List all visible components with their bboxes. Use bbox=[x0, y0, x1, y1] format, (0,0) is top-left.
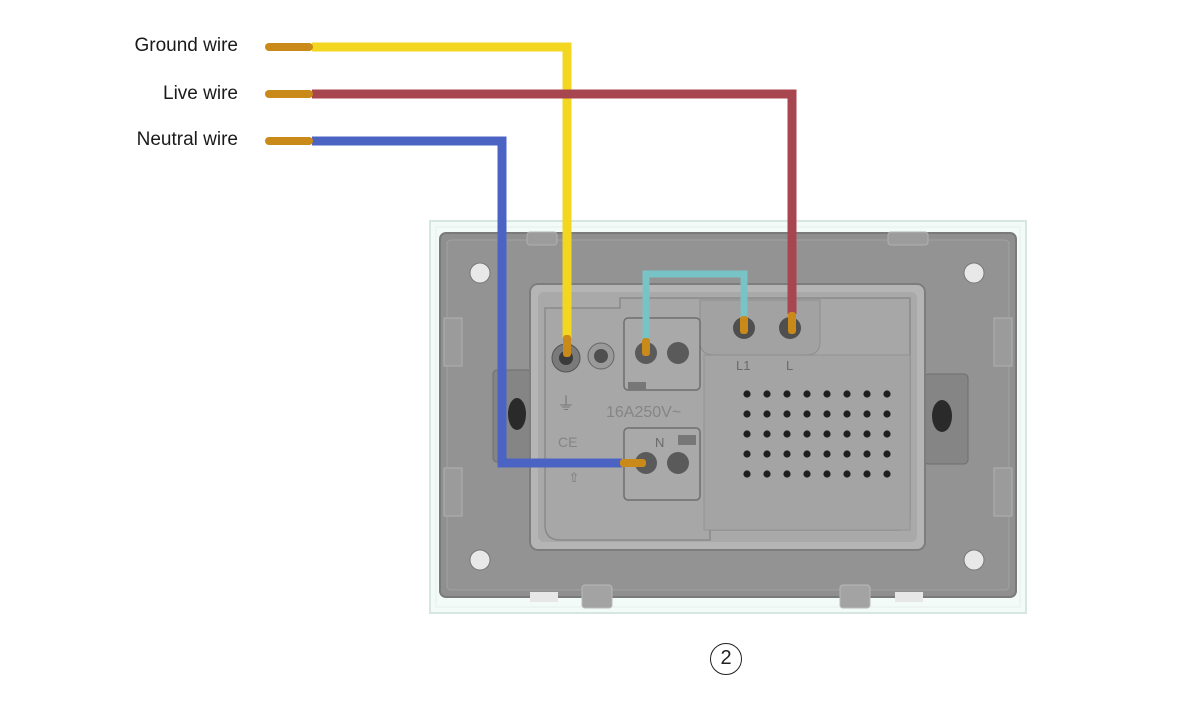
vent-hole bbox=[843, 410, 851, 418]
screw-hole-top-left bbox=[469, 262, 491, 284]
bottom-clip-left bbox=[581, 584, 613, 609]
vent-hole bbox=[843, 390, 851, 398]
vent-hole bbox=[823, 450, 831, 458]
vent-hole bbox=[763, 410, 771, 418]
bottom-clip-right bbox=[839, 584, 871, 609]
top-clip-left bbox=[526, 231, 558, 246]
bottom-tab-right bbox=[895, 592, 923, 602]
live-wire-stripped-end bbox=[265, 90, 313, 98]
ground-wire-label: Ground wire bbox=[134, 35, 239, 56]
vent-hole bbox=[843, 430, 851, 438]
l-marking: L bbox=[786, 358, 793, 373]
ground-symbol: ⏚ bbox=[557, 394, 575, 414]
vent-hole bbox=[803, 470, 811, 478]
vent-hole bbox=[783, 430, 791, 438]
vent-hole bbox=[743, 430, 751, 438]
vent-hole bbox=[803, 430, 811, 438]
arrow-marking: ⇧ bbox=[569, 470, 580, 485]
live-wire bbox=[312, 89, 797, 314]
usb-module-face bbox=[703, 354, 911, 531]
ground-wire-terminal-tip bbox=[563, 335, 571, 357]
vent-hole bbox=[863, 450, 871, 458]
vent-hole bbox=[863, 390, 871, 398]
side-clip-right-top bbox=[993, 317, 1013, 367]
vent-hole bbox=[883, 470, 891, 478]
vent-hole bbox=[803, 410, 811, 418]
n-marking: N bbox=[655, 435, 664, 450]
vent-hole bbox=[823, 470, 831, 478]
live-wire-terminal-tip bbox=[788, 312, 796, 334]
ground-wire bbox=[312, 42, 572, 338]
neutral-wire-label: Neutral wire bbox=[136, 129, 238, 150]
vent-hole bbox=[743, 470, 751, 478]
vent-hole bbox=[883, 390, 891, 398]
vent-hole bbox=[863, 430, 871, 438]
l1-marking: L1 bbox=[736, 358, 750, 373]
mount-hole-left bbox=[508, 398, 526, 430]
vent-hole bbox=[803, 390, 811, 398]
vent-hole bbox=[843, 450, 851, 458]
screw-hole-bottom-left bbox=[469, 549, 491, 571]
neutral-wire-stripped-end bbox=[265, 137, 313, 145]
vent-hole bbox=[823, 430, 831, 438]
vent-hole bbox=[883, 450, 891, 458]
terminal-top-cover bbox=[699, 299, 821, 356]
vent-hole bbox=[743, 410, 751, 418]
lower-terminal-tab bbox=[678, 435, 696, 445]
ground-screw-2-hole bbox=[594, 349, 608, 363]
screw-hole-top-right bbox=[963, 262, 985, 284]
vent-hole bbox=[883, 410, 891, 418]
ce-marking: CE bbox=[558, 434, 577, 450]
vent-hole bbox=[883, 430, 891, 438]
vent-hole bbox=[763, 470, 771, 478]
vent-hole bbox=[803, 450, 811, 458]
vent-hole bbox=[823, 410, 831, 418]
vent-hole bbox=[743, 390, 751, 398]
vent-hole bbox=[763, 450, 771, 458]
upper-terminal-foot bbox=[628, 382, 646, 390]
vent-hole bbox=[783, 390, 791, 398]
side-clip-left-top bbox=[443, 317, 463, 367]
ground-wire-stripped-end bbox=[265, 43, 313, 51]
side-clip-left-bottom bbox=[443, 467, 463, 517]
vent-hole bbox=[783, 450, 791, 458]
jumper-wire bbox=[642, 270, 748, 340]
rating-marking: 16A250V~ bbox=[606, 404, 681, 421]
bottom-tab-left bbox=[530, 592, 558, 602]
vent-hole bbox=[823, 390, 831, 398]
vent-hole bbox=[863, 470, 871, 478]
mount-hole-right bbox=[932, 400, 952, 432]
step-number-badge: 2 bbox=[710, 643, 742, 675]
vent-hole bbox=[843, 470, 851, 478]
vent-hole bbox=[743, 450, 751, 458]
vent-hole bbox=[783, 470, 791, 478]
vent-hole bbox=[783, 410, 791, 418]
neutral-terminal-screw-2 bbox=[667, 452, 689, 474]
vent-hole bbox=[763, 390, 771, 398]
top-clip-right bbox=[887, 231, 929, 246]
side-clip-right-bottom bbox=[993, 467, 1013, 517]
ventilation-holes bbox=[743, 390, 891, 478]
jumper-n-tip bbox=[642, 338, 650, 356]
live-wire-label: Live wire bbox=[163, 83, 238, 104]
glass-inner-edge bbox=[435, 226, 1021, 608]
neutral-wire bbox=[312, 136, 622, 468]
screw-hole-bottom-right bbox=[963, 549, 985, 571]
jumper-l1-tip bbox=[740, 316, 748, 334]
vent-hole bbox=[863, 410, 871, 418]
vent-hole bbox=[763, 430, 771, 438]
neutral-wire-terminal-tip bbox=[620, 459, 646, 467]
upper-terminal-screw-2 bbox=[667, 342, 689, 364]
